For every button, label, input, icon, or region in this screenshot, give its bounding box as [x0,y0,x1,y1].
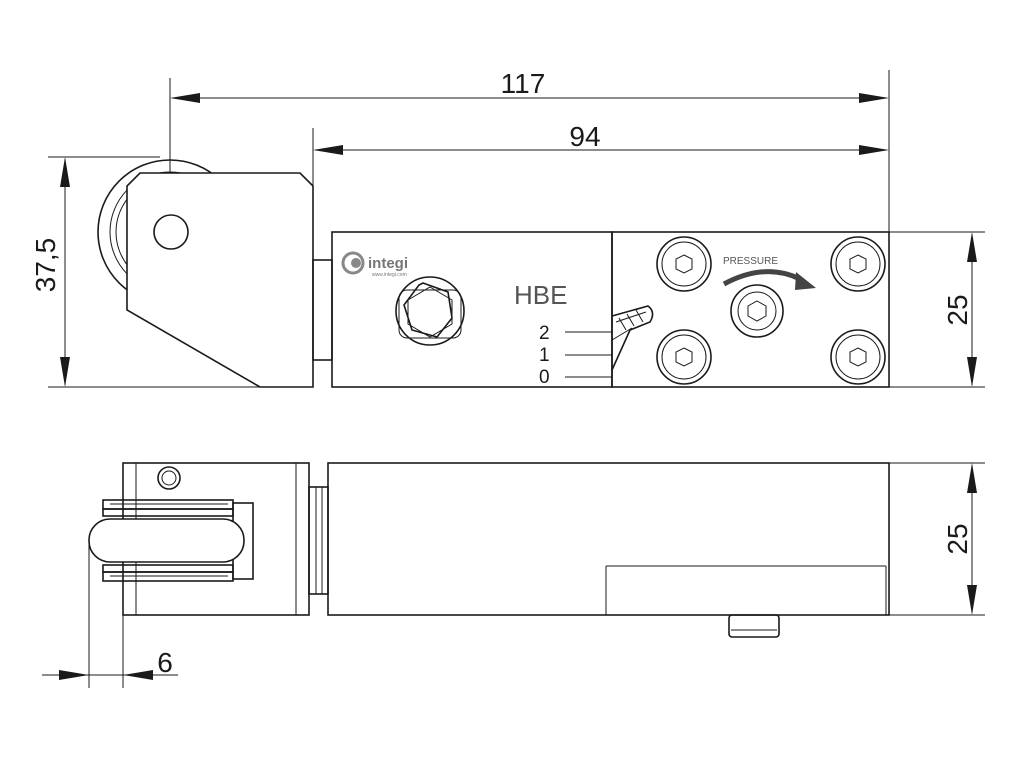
pivot-pin [153,214,189,250]
logo-text: integi [368,255,408,272]
pressure-arrow-icon [722,269,816,290]
hex-fitting [395,276,465,346]
valve-body-right: PRESSURE [611,231,890,388]
valve-body-side [327,462,890,616]
dimension-117: 117 [169,68,890,250]
screw-bottom-right [830,329,886,385]
dimension-117-label: 117 [501,68,546,99]
roller-arm [126,172,314,388]
roller-side [88,499,245,582]
dimension-25-side-label: 25 [942,523,973,554]
dimension-25-top: 25 [889,231,985,388]
screw-top-right [830,236,886,292]
model-label: HBE [514,280,567,310]
screw-top-left [656,236,712,292]
dimension-37-5: 37,5 [30,156,260,388]
bottom-plug [728,614,780,638]
pressure-screw [730,284,784,338]
screw-bottom-left [656,329,712,385]
position-lever [611,305,654,371]
dimension-94: 94 [312,121,889,232]
dimension-25-side: 25 [889,462,985,616]
dimension-37-5-label: 37,5 [30,238,61,293]
pressure-label: PRESSURE [723,256,778,267]
integi-logo: integi www.integi.com [341,251,408,278]
position-1: 1 [539,345,550,366]
dimension-6-label: 6 [157,647,173,678]
position-2: 2 [539,323,550,344]
dimension-25-top-label: 25 [942,294,973,325]
position-0: 0 [539,367,550,388]
valve-body-left: integi www.integi.com HBE 2 1 0 [331,231,613,388]
dimension-6: 6 [42,540,178,688]
logo-subtext: www.integi.com [372,272,407,278]
connector-stub [312,259,333,361]
connector-side [308,486,329,595]
dimension-94-label: 94 [569,121,600,152]
